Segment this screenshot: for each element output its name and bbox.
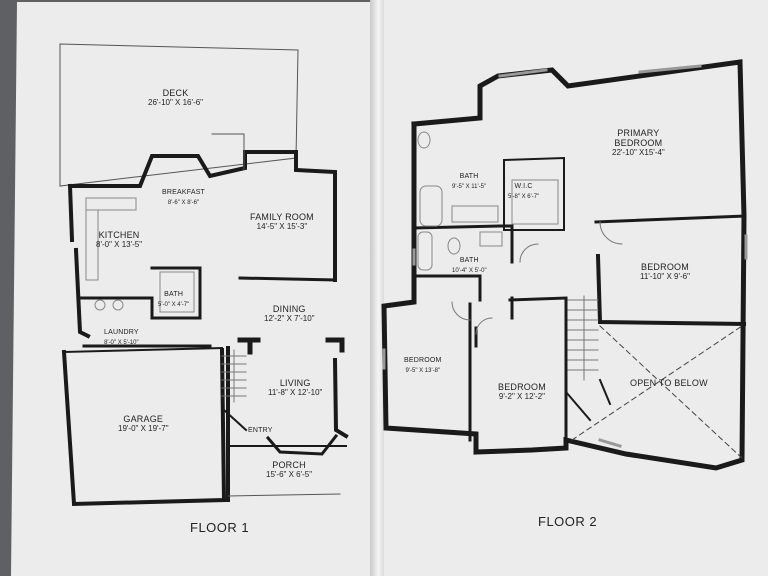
family-room-label: FAMILY ROOM 14'-5" X 15'-3" (250, 212, 314, 232)
laundry-label: LAUNDRY 8'-0" X 5'-10" (104, 328, 139, 348)
bath2-f2-label: BATH 10'-4" X 5'-0" (452, 256, 487, 276)
bedroom-mid-label: BEDROOM 9'-2" X 12'-2" (498, 382, 546, 402)
family-room-dims: 14'-5" X 15'-3" (256, 222, 308, 231)
bedroom-east-name: BEDROOM (641, 262, 689, 272)
bedroom-mid-name: BEDROOM (498, 382, 546, 392)
dining-name: DINING (272, 304, 306, 314)
kitchen-name: KITCHEN (98, 230, 140, 240)
bedroom-east-dims: 11'-10" X 9'-6" (640, 272, 690, 281)
floor2-plan (381, 59, 748, 471)
book-gutter (370, 0, 384, 576)
breakfast-name: BREAKFAST (162, 189, 206, 196)
bath2-f2-dims: 10'-4" X 5'-0" (452, 268, 487, 274)
floor2-caption: FLOOR 2 (538, 514, 598, 529)
bedroom-mid-dims: 9'-2" X 12'-2" (498, 392, 545, 401)
laundry-dims: 8'-0" X 5'-10" (104, 340, 139, 346)
living-dims: 11'-8" X 12'-10" (268, 388, 323, 397)
floor1-plan (59, 43, 349, 507)
kitchen-label: KITCHEN 8'-0" X 13'-5" (96, 230, 142, 250)
family-room-name: FAMILY ROOM (250, 212, 314, 222)
dining-dims: 12'-2" X 7'-10" (264, 314, 315, 323)
primary-bedroom-dims: 22'-10" X15'-4" (612, 148, 665, 157)
laundry-name: LAUNDRY (104, 329, 139, 336)
deck-label: DECK 26'-10" X 16'-6" (148, 88, 203, 108)
open-to-below-name: OPEN TO BELOW (630, 378, 708, 388)
primary-bedroom-name2: BEDROOM (614, 138, 663, 148)
porch-dims: 15'-6" X 6'-5" (266, 470, 313, 479)
deck-name: DECK (162, 88, 189, 98)
garage-label: GARAGE 19'-0" X 19'-7" (118, 414, 169, 434)
bedroom-east-label: BEDROOM 11'-10" X 9'-6" (640, 262, 690, 282)
bath1-f2-name: BATH (459, 173, 479, 180)
floor1-caption: FLOOR 1 (190, 520, 250, 535)
primary-bedroom-name: PRIMARY (617, 128, 660, 138)
kitchen-dims: 8'-0" X 13'-5" (96, 240, 143, 249)
breakfast-label: BREAKFAST 8'-6" X 8'-6" (162, 188, 205, 208)
bath-f1-label: BATH 5'-0" X 4'-7" (158, 290, 189, 310)
garage-name: GARAGE (123, 414, 164, 424)
bath1-f2-dims: 9'-5" X 11'-5" (452, 184, 487, 190)
bath-f1-name: BATH (164, 291, 184, 298)
breakfast-dims: 8'-6" X 8'-6" (167, 200, 200, 206)
wic-dims: 5'-8" X 6'-7" (508, 194, 540, 200)
porch-name: PORCH (272, 460, 306, 470)
living-name: LIVING (279, 378, 311, 388)
living-label: LIVING 11'-8" X 12'-10" (268, 378, 322, 398)
deck-dims: 26'-10" X 16'-6" (148, 98, 203, 107)
bedroom-west-dims: 9'-5" X 13'-8" (405, 368, 441, 374)
entry-name: ENTRY (248, 427, 273, 434)
bedroom-west-name: BEDROOM (404, 357, 442, 364)
dining-label: DINING 12'-2" X 7'-10" (264, 304, 315, 324)
bath1-f2-label: BATH 9'-5" X 11'-5" (452, 172, 486, 192)
entry-label: ENTRY (248, 426, 273, 436)
wic-label: W.I.C 5'-8" X 6'-7" (508, 182, 539, 202)
bath2-f2-name: BATH (459, 257, 479, 264)
porch-label: PORCH 15'-6" X 6'-5" (266, 460, 312, 480)
bath-f1-dims: 5'-0" X 4'-7" (158, 302, 190, 308)
open-to-below-label: OPEN TO BELOW (630, 378, 708, 388)
primary-bedroom-label: PRIMARY BEDROOM 22'-10" X15'-4" (612, 128, 665, 158)
wic-name: W.I.C (514, 183, 533, 190)
bedroom-west-label: BEDROOM 9'-5" X 13'-8" (404, 356, 442, 376)
garage-dims: 19'-0" X 19'-7" (118, 424, 169, 433)
right-page (378, 0, 768, 576)
